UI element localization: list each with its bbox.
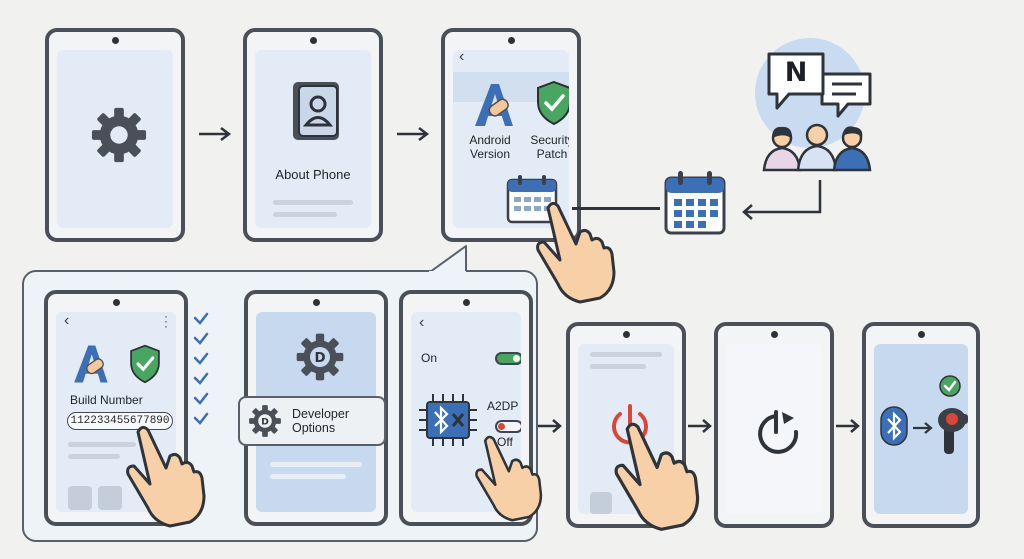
text-line	[270, 474, 346, 479]
overflow-menu-icon[interactable]: ···	[164, 312, 168, 333]
developer-gear-icon: D	[296, 333, 344, 381]
camera	[770, 331, 778, 338]
text-line	[273, 212, 337, 217]
phone-bluetooth-codec: ‹ On A2DP Off	[399, 290, 533, 526]
arrow-right-icon	[913, 422, 933, 434]
panel-pointer	[429, 245, 467, 275]
chat-bubble-icon	[767, 52, 825, 110]
chat-logo: N	[784, 57, 808, 88]
pointing-hand-icon	[126, 425, 206, 528]
text-line	[590, 364, 646, 369]
placeholder-tile	[98, 486, 122, 510]
check-circle-icon	[939, 375, 961, 397]
android-version-icon	[475, 84, 513, 126]
developer-gear-icon: D	[249, 405, 281, 437]
earbud-icon	[938, 408, 968, 454]
android-version-label: Android Version	[469, 133, 511, 161]
build-number-field[interactable]: 11223345567​7890	[67, 412, 173, 430]
arrow-left-icon	[742, 180, 822, 220]
phone-screen: ‹ On A2DP Off	[411, 312, 521, 512]
arrow-right-icon	[688, 419, 712, 433]
chat-bubble-icon	[820, 72, 872, 118]
camera	[462, 299, 470, 306]
back-chevron-icon[interactable]: ‹	[459, 50, 465, 65]
on-toggle[interactable]	[495, 352, 521, 365]
phone-android-version: ‹ Android Version Security Patch	[441, 28, 581, 242]
on-label: On	[421, 351, 438, 365]
build-number-label: Build Number	[70, 393, 143, 407]
shield-check-icon	[537, 80, 569, 126]
svg-text:D: D	[261, 417, 269, 427]
camera	[112, 299, 120, 306]
text-line	[68, 442, 136, 447]
pointing-hand-icon	[475, 435, 543, 522]
text-line	[270, 462, 362, 467]
phone-screen	[726, 344, 822, 514]
off-toggle[interactable]	[495, 420, 521, 433]
phone-screen	[57, 50, 173, 228]
restart-icon	[758, 410, 799, 454]
camera	[507, 37, 515, 44]
people-group-icon	[762, 123, 872, 172]
security-patch-label: Security Patch	[530, 133, 569, 161]
bluetooth-chip-icon	[419, 394, 477, 446]
a2dp-label: A2DP	[487, 399, 519, 413]
arrow-right-icon	[397, 127, 430, 141]
bluetooth-icon	[880, 406, 908, 446]
pointing-hand-icon	[614, 422, 700, 531]
phone-restart	[714, 322, 834, 528]
arrow-right-icon	[199, 127, 232, 141]
text-line	[68, 454, 120, 459]
developer-options-callout[interactable]: D Developer Options	[238, 396, 386, 446]
placeholder-tile	[590, 492, 612, 514]
phone-screen	[874, 344, 968, 514]
connector-line	[572, 207, 660, 210]
camera	[309, 37, 317, 44]
phone-screen: ‹ Android Version Security Patch	[453, 50, 569, 228]
camera	[917, 331, 925, 338]
phone-bluetooth-connected	[862, 322, 980, 528]
phone-about: About Phone	[243, 28, 383, 242]
svg-text:D: D	[314, 351, 325, 366]
tap-checkmarks	[193, 312, 209, 425]
arrow-right-icon	[538, 419, 562, 433]
camera	[111, 37, 119, 44]
android-version-icon	[74, 345, 108, 383]
about-phone-label: About Phone	[275, 167, 351, 182]
shield-check-icon	[130, 344, 160, 384]
placeholder-tile	[68, 486, 92, 510]
calendar-icon[interactable]	[505, 174, 559, 226]
camera	[312, 299, 320, 306]
pointing-hand-icon	[536, 201, 616, 304]
contact-book-icon	[293, 82, 339, 140]
arrow-right-icon	[836, 419, 860, 433]
calendar-icon	[664, 171, 726, 235]
text-line	[273, 200, 353, 205]
gear-icon	[91, 107, 147, 163]
camera	[622, 331, 630, 338]
phone-settings	[45, 28, 185, 242]
phone-screen: About Phone	[255, 50, 371, 228]
back-chevron-icon[interactable]: ‹	[64, 312, 70, 329]
developer-options-label: Developer Options	[292, 407, 349, 436]
text-line	[590, 352, 662, 357]
back-chevron-icon[interactable]: ‹	[419, 314, 425, 331]
off-label: Off	[497, 435, 513, 449]
